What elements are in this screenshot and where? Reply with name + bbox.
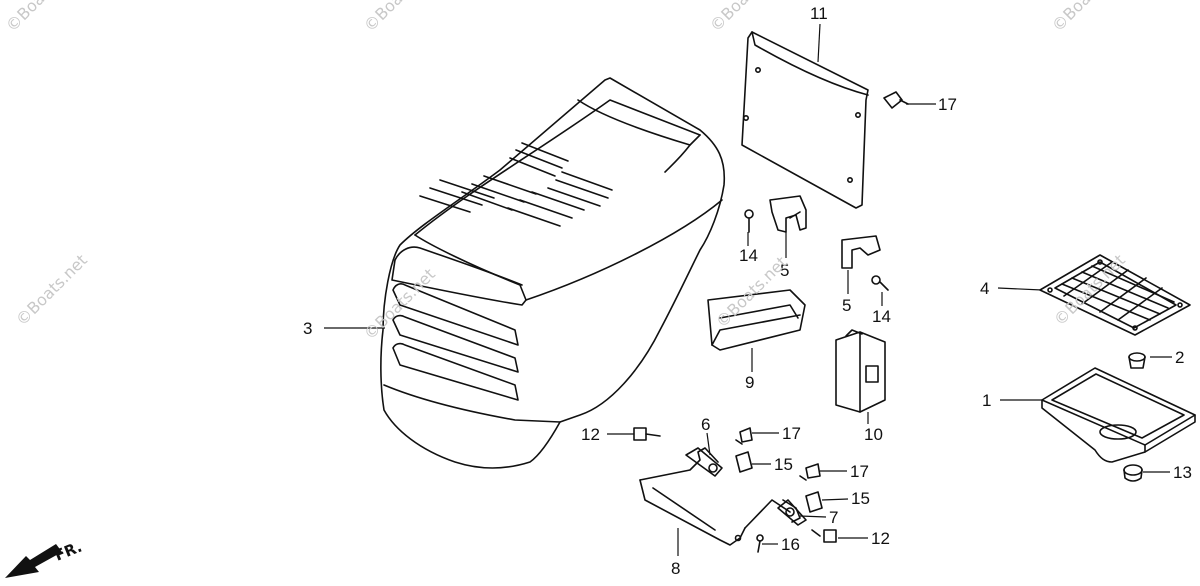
clip-part-15-a [735, 451, 753, 473]
switch-box-part-10 [835, 329, 886, 413]
callout-6: 6 [701, 415, 711, 434]
callout-14: 14 [872, 307, 891, 326]
bolt-part-14-b [871, 275, 889, 291]
callout-5: 5 [842, 296, 852, 315]
callout-7: 7 [829, 508, 839, 527]
tray-part-1 [1041, 367, 1196, 463]
callout-17: 17 [782, 424, 801, 443]
callout-12: 12 [871, 529, 890, 548]
callout-11: 11 [810, 4, 828, 23]
mesh-screen-part-4 [1039, 254, 1191, 336]
frame-bracket-part-8 [639, 447, 801, 546]
strap-part-7 [777, 499, 807, 526]
callout-15: 15 [774, 455, 793, 474]
bolt-part-12-a [633, 427, 661, 441]
clip-part-5-upper [769, 195, 807, 233]
clip-part-15-b [805, 491, 823, 513]
bolt-part-12-b [811, 529, 837, 543]
bolt-part-17-c [799, 463, 821, 481]
callout-12: 12 [581, 425, 600, 444]
callout-13: 13 [1173, 463, 1192, 482]
callout-3: 3 [303, 319, 313, 338]
callout-5: 5 [780, 261, 790, 280]
callout-15: 15 [851, 489, 870, 508]
hood-part [380, 77, 726, 469]
leader-lines [324, 23, 1172, 556]
callout-17: 17 [938, 95, 957, 114]
callout-10: 10 [864, 425, 883, 444]
clip-part-5-lower [841, 235, 881, 269]
callout-16: 16 [781, 535, 800, 554]
callout-9: 9 [745, 373, 755, 392]
callout-1: 1 [982, 391, 992, 410]
front-direction-arrow [5, 544, 62, 578]
bolt-part-14-a [744, 209, 754, 233]
pin-part-16 [756, 534, 764, 553]
callout-17: 17 [850, 462, 869, 481]
callout-4: 4 [980, 279, 990, 298]
knob-part-2 [1128, 352, 1146, 369]
bolt-part-17-b [735, 427, 753, 445]
callout-8: 8 [671, 559, 681, 578]
bracket-part-9 [707, 289, 806, 351]
strap-part-6 [685, 447, 723, 477]
panel-plate-part [741, 31, 869, 209]
callout-2: 2 [1175, 348, 1185, 367]
nut-part-13 [1123, 464, 1143, 482]
callout-14: 14 [739, 246, 758, 265]
bolt-part-17-a [883, 91, 909, 109]
